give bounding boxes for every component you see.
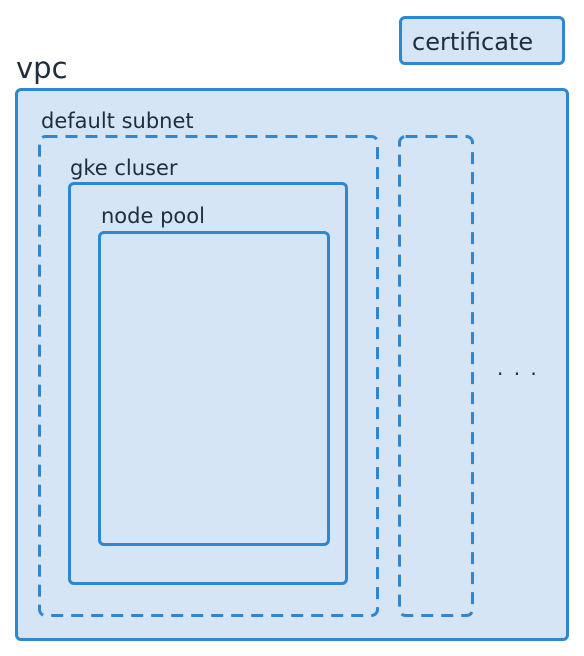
node-pool-label: node pool	[101, 204, 205, 228]
default-subnet-outline	[38, 135, 379, 617]
additional-subnet-box	[398, 135, 474, 617]
certificate-label: certificate	[412, 28, 534, 56]
vpc-label: vpc	[16, 51, 68, 85]
more-ellipsis: · · ·	[497, 362, 539, 386]
gke-cluster-label: gke cluser	[70, 156, 178, 180]
default-subnet-label: default subnet	[41, 109, 194, 133]
certificate-box	[399, 16, 565, 65]
default-subnet-box	[38, 135, 379, 617]
node-pool-box	[98, 231, 330, 546]
additional-subnet-outline	[398, 135, 474, 617]
